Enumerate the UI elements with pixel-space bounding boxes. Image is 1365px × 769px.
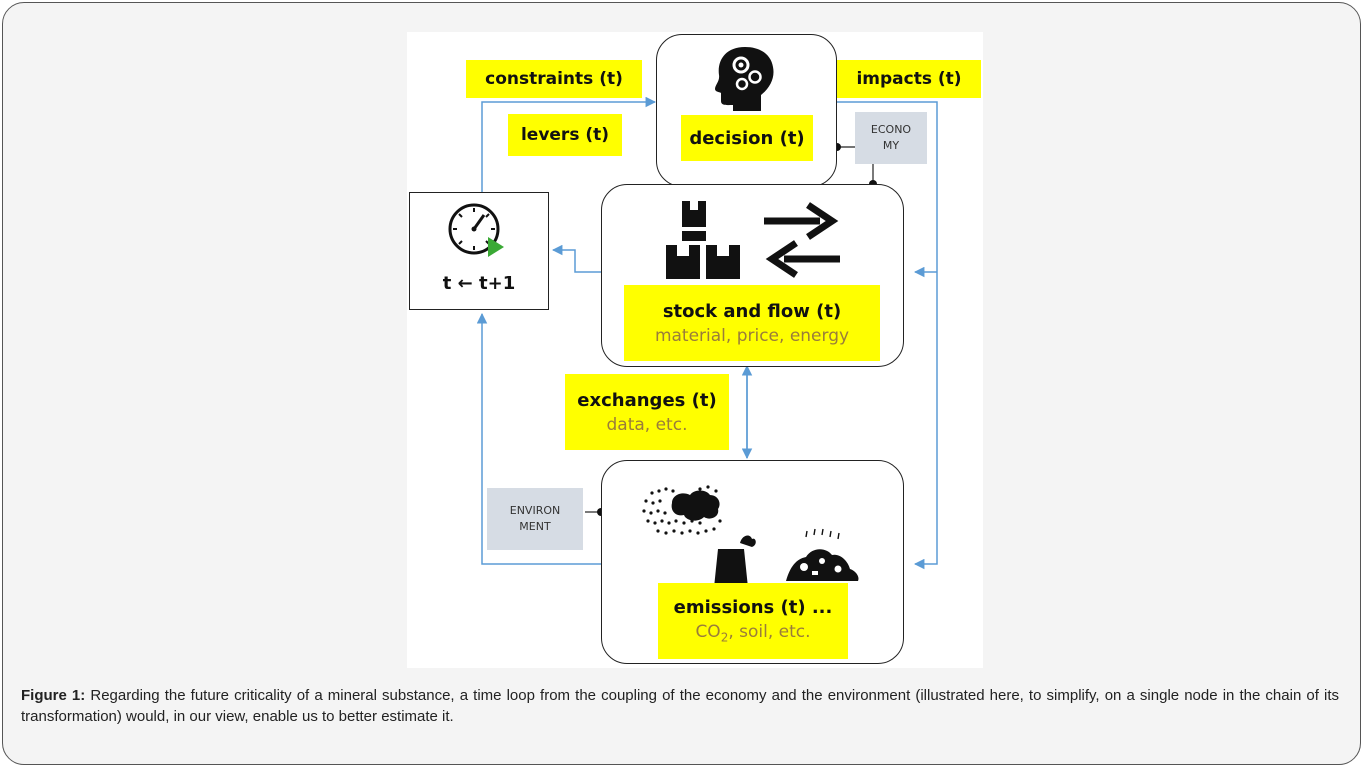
clock-icon bbox=[448, 203, 504, 257]
emissions-subtitle-prefix: CO bbox=[695, 622, 721, 643]
emissions-highlight: emissions (t) ... CO2, soil, etc. bbox=[658, 583, 848, 659]
time-step-node: t ← t+1 bbox=[409, 192, 549, 310]
arrow-stock-to-clock bbox=[551, 244, 601, 273]
stock-flow-node: stock and flow (t) material, price, ener… bbox=[601, 184, 904, 367]
caption-label: Figure 1: bbox=[21, 687, 86, 704]
levers-label: levers (t) bbox=[508, 114, 622, 156]
time-step-label: t ← t+1 bbox=[442, 273, 516, 294]
environment-tag: ENVIRON MENT bbox=[487, 488, 583, 550]
decision-node: decision (t) bbox=[656, 34, 837, 187]
play-icon bbox=[488, 237, 504, 257]
emissions-title: emissions (t) ... bbox=[673, 597, 833, 619]
exchanges-title: exchanges (t) bbox=[577, 389, 717, 411]
smoke-cloud-icon bbox=[642, 485, 722, 535]
environment-tag-line2: MENT bbox=[519, 520, 551, 533]
economy-tag-line2: MY bbox=[882, 139, 900, 152]
emissions-subtitle-suffix: , soil, etc. bbox=[728, 622, 811, 643]
economy-tag-line1: ECONO bbox=[870, 123, 912, 136]
economy-tag: ECONO MY bbox=[855, 112, 927, 164]
exchanges-highlight: exchanges (t) data, etc. bbox=[565, 374, 729, 450]
decision-highlight: decision (t) bbox=[681, 115, 813, 161]
loop-line-top-left bbox=[481, 96, 657, 192]
decision-title: decision (t) bbox=[689, 127, 805, 149]
environment-tag-line1: ENVIRON bbox=[509, 504, 561, 517]
figure-diagram: constraints (t) levers (t) impacts (t) d… bbox=[407, 32, 983, 668]
stock-flow-title: stock and flow (t) bbox=[662, 300, 842, 322]
stock-flow-highlight: stock and flow (t) material, price, ener… bbox=[624, 285, 880, 361]
arrow-emissions-to-clock bbox=[476, 312, 601, 565]
exchanges-subtitle: data, etc. bbox=[606, 414, 688, 435]
constraints-label: constraints (t) bbox=[466, 60, 642, 98]
caption-text: Regarding the future criticality of a mi… bbox=[21, 687, 1339, 725]
emissions-subtitle: CO2, soil, etc. bbox=[695, 622, 810, 644]
stock-flow-subtitle: material, price, energy bbox=[654, 325, 850, 346]
emissions-node: emissions (t) ... CO2, soil, etc. bbox=[601, 460, 904, 664]
boxes-icon bbox=[666, 201, 740, 279]
figure-caption: Figure 1: Regarding the future criticali… bbox=[21, 685, 1339, 727]
impacts-label: impacts (t) bbox=[837, 60, 981, 98]
waste-pile-icon bbox=[786, 528, 859, 581]
emissions-subtitle-sub: 2 bbox=[720, 630, 729, 645]
exchange-arrows-icon bbox=[764, 202, 840, 278]
loop-line-right bbox=[837, 101, 938, 570]
head-gears-icon bbox=[715, 47, 774, 111]
